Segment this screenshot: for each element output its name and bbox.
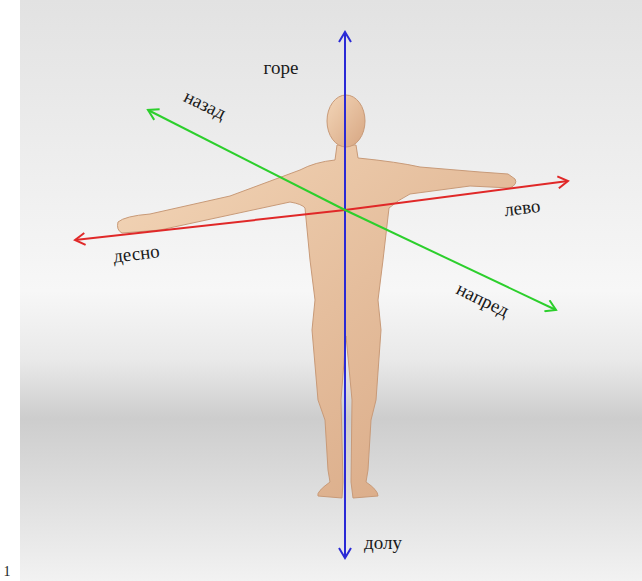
axis-label: десно — [112, 241, 161, 266]
sagittal-axis — [345, 210, 556, 310]
human-figure — [118, 95, 516, 498]
background — [20, 0, 642, 581]
figure-number: 1 — [4, 565, 11, 579]
sagittal-axis — [148, 110, 345, 210]
vertical-axis — [344, 32, 346, 558]
axis-label: долу — [364, 533, 402, 552]
axis-label: горе — [264, 58, 299, 77]
lateral-axis — [75, 210, 345, 240]
axis-label: лево — [503, 195, 541, 218]
